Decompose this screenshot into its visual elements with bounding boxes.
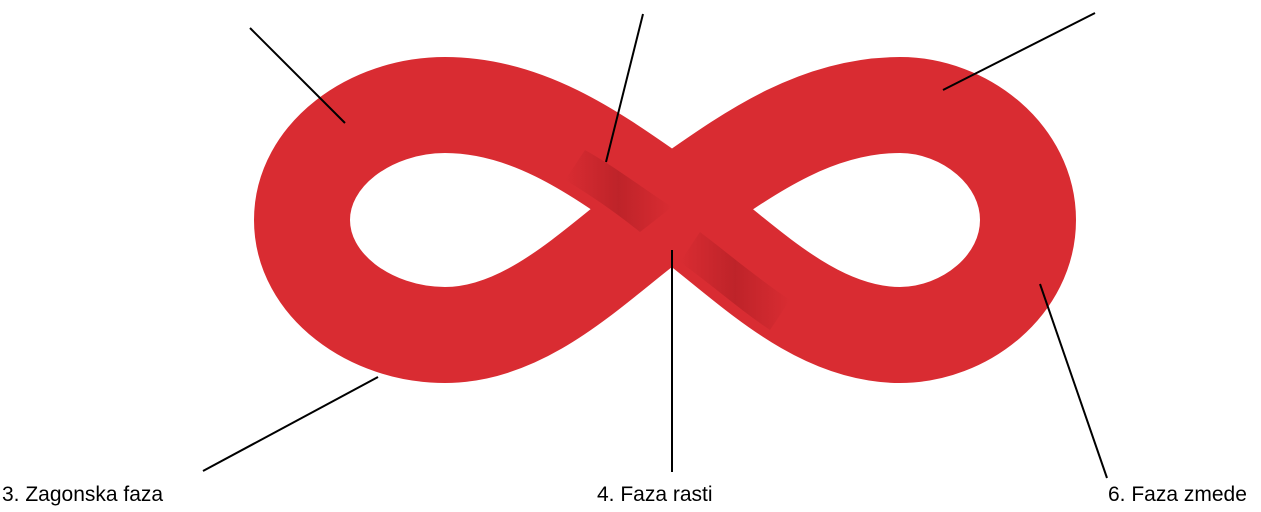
label-faza-zmede: 6. Faza zmede: [1108, 484, 1247, 505]
leader-line-6: [1040, 284, 1107, 478]
leader-line-top-right: [943, 13, 1095, 90]
infinity-loop: [302, 105, 1028, 335]
leader-line-3: [203, 377, 378, 471]
label-faza-rasti: 4. Faza rasti: [597, 484, 713, 505]
leader-line-top-left: [250, 28, 345, 123]
label-zagonska-faza: 3. Zagonska faza: [2, 484, 163, 505]
